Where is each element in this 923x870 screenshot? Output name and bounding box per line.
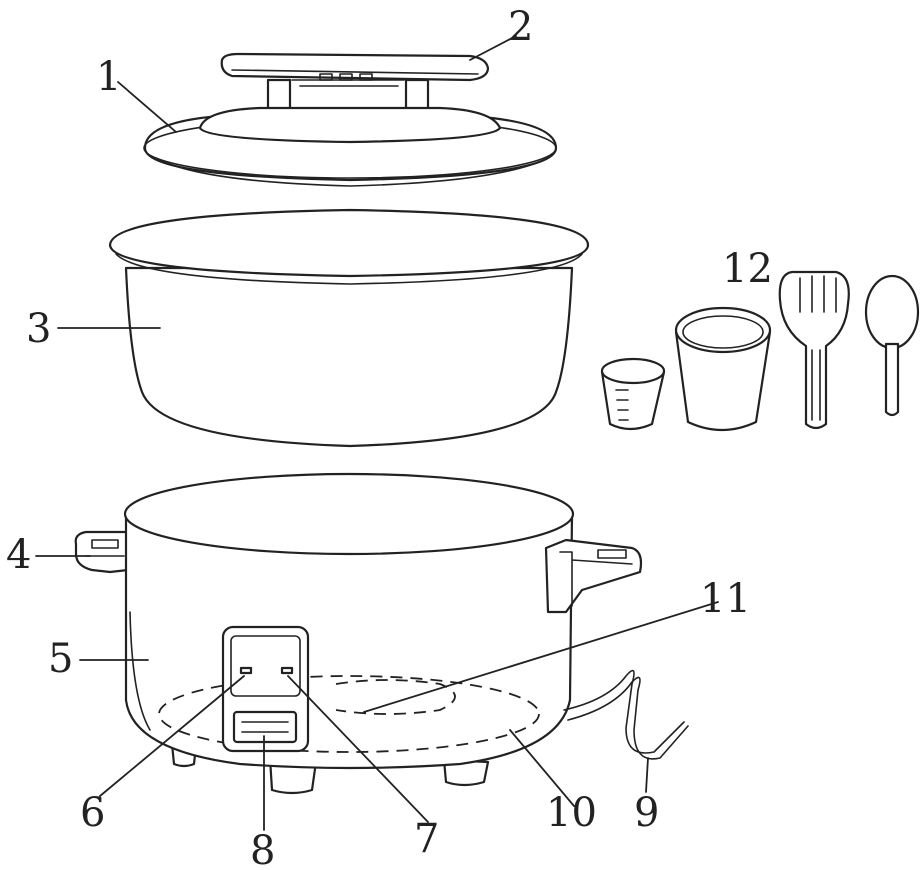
right-side-handle bbox=[544, 538, 643, 614]
callout-1: 1 bbox=[96, 54, 121, 100]
cooker-body bbox=[74, 472, 689, 795]
cook-indicator-lamp bbox=[239, 666, 253, 675]
callout-10: 10 bbox=[546, 790, 597, 836]
callout-5: 5 bbox=[48, 636, 73, 682]
callout-3: 3 bbox=[26, 306, 51, 352]
lid bbox=[143, 52, 558, 187]
callout-labels: 1 2 3 4 5 6 7 8 9 10 11 12 bbox=[6, 4, 773, 870]
callout-6: 6 bbox=[80, 790, 105, 836]
callout-11: 11 bbox=[700, 576, 751, 622]
callout-4: 4 bbox=[6, 532, 31, 578]
callout-2: 2 bbox=[508, 4, 533, 50]
heating-plate-outline bbox=[158, 675, 540, 753]
left-side-handle bbox=[74, 530, 130, 574]
foot-front-right bbox=[442, 758, 490, 787]
callout-9: 9 bbox=[634, 790, 659, 836]
leader-lines bbox=[35, 35, 719, 831]
inner-pot bbox=[108, 208, 590, 448]
control-panel bbox=[221, 625, 310, 753]
rice-fork bbox=[778, 270, 850, 430]
callout-8: 8 bbox=[250, 828, 275, 870]
callout-12: 12 bbox=[722, 246, 773, 292]
rice-spoon bbox=[864, 274, 920, 417]
warm-indicator-lamp bbox=[280, 666, 294, 675]
cook-switch bbox=[232, 710, 298, 744]
callout-7: 7 bbox=[414, 816, 439, 862]
tall-cup bbox=[674, 306, 772, 432]
measuring-cup bbox=[600, 357, 666, 431]
power-cord bbox=[563, 669, 689, 760]
temperature-sensor-outline bbox=[335, 679, 456, 715]
accessories bbox=[600, 270, 920, 432]
